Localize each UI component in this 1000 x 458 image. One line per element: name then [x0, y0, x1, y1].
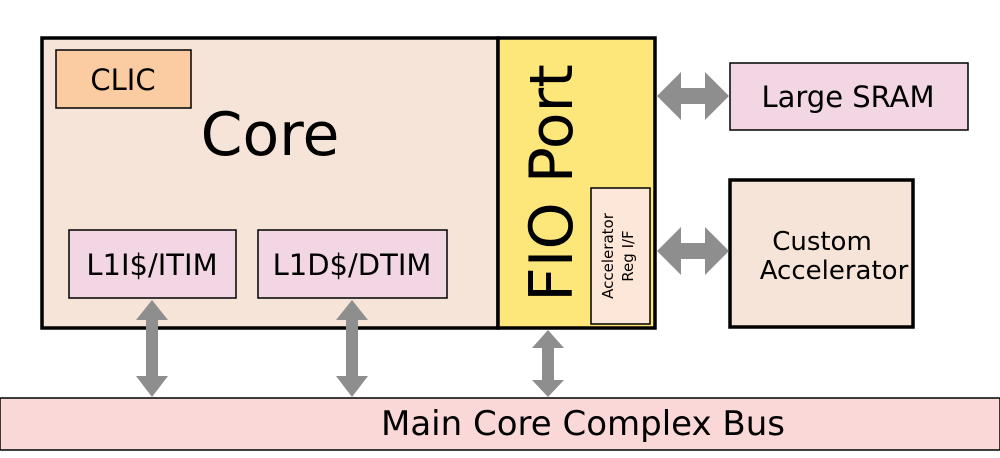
clic-block: CLIC	[55, 49, 192, 109]
main-core-complex-bus: Main Core Complex Bus	[0, 397, 1000, 451]
core-label: Core	[201, 100, 340, 170]
custom-accelerator-rect	[728, 178, 915, 329]
accelerator-reg-rect	[590, 187, 651, 325]
bus-rect	[0, 397, 1000, 451]
bus-label: Main Core Complex Bus	[381, 404, 785, 444]
fio-sram-double-arrow-icon	[657, 72, 729, 120]
l1d-rect	[257, 229, 448, 299]
accelerator-reg-line2: Reg I/F	[619, 230, 637, 281]
l1i-label: L1I$/ITIM	[86, 248, 217, 282]
l1d-bus-double-arrow-icon	[336, 300, 368, 397]
accelerator-reg-if-block: Accelerator Reg I/F	[590, 187, 651, 325]
sram-label: Large SRAM	[761, 80, 934, 114]
fio-bus-double-arrow-icon	[532, 330, 564, 397]
clic-label: CLIC	[90, 63, 155, 97]
l1i-bus-double-arrow-icon	[136, 300, 168, 397]
sram-rect	[729, 62, 969, 131]
connection-arrows	[136, 72, 729, 397]
clic-rect	[55, 49, 192, 109]
fio-accelerator-double-arrow-icon	[657, 227, 729, 275]
custom-accelerator-block: Custom Accelerator	[728, 178, 915, 329]
custom-accelerator-line1: Custom	[772, 227, 872, 257]
custom-accelerator-line2: Accelerator	[760, 256, 909, 286]
l1d-dtim-block: L1D$/DTIM	[257, 229, 448, 299]
large-sram-block: Large SRAM	[729, 62, 969, 131]
l1d-label: L1D$/DTIM	[273, 248, 432, 282]
l1i-rect	[68, 229, 237, 299]
accelerator-reg-line1: Accelerator	[599, 212, 617, 299]
l1i-itim-block: L1I$/ITIM	[68, 229, 237, 299]
fio-port-block: FIO Port Accelerator Reg I/F	[496, 36, 657, 330]
fio-label: FIO Port	[517, 64, 587, 301]
core-block: Core CLIC L1I$/ITIM L1D$/DTIM	[40, 36, 500, 330]
